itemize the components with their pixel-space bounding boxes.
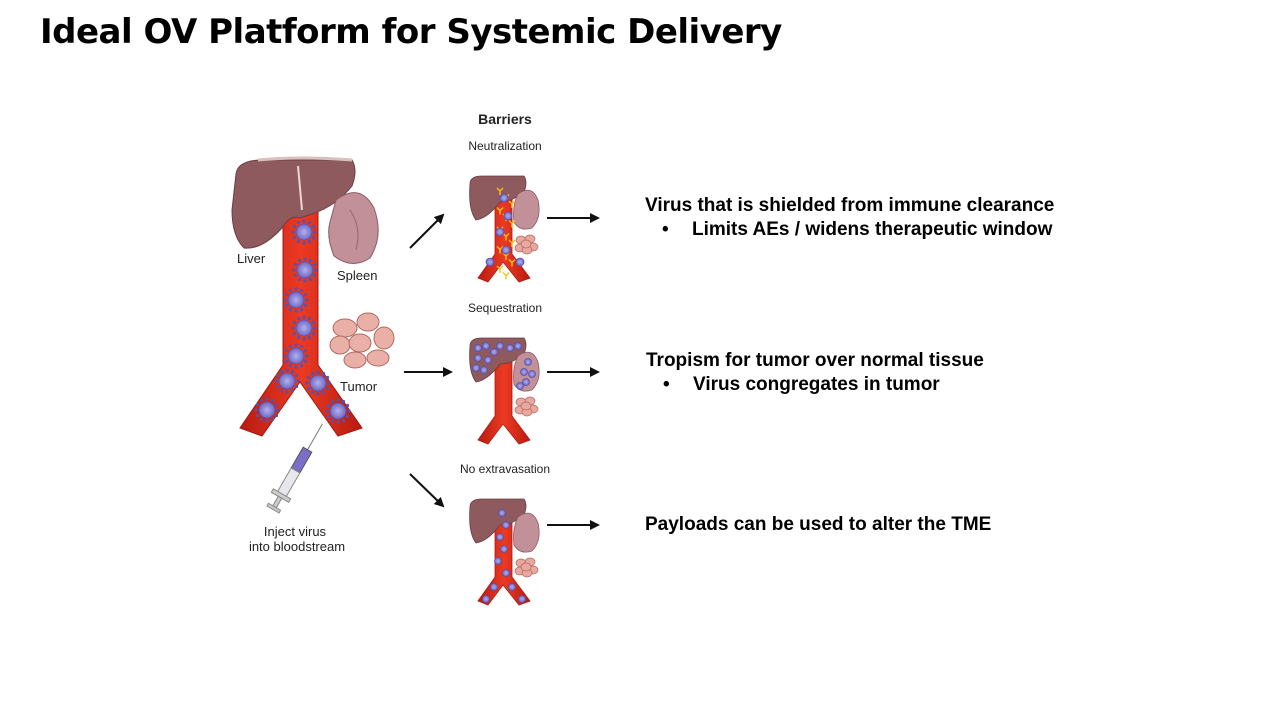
inject-label-line2: into bloodstream bbox=[249, 539, 345, 554]
antibody-icon bbox=[502, 252, 510, 260]
virus-particle bbox=[506, 344, 514, 352]
blood-vessel bbox=[477, 341, 531, 445]
virus-particle bbox=[254, 397, 280, 423]
bullet-icon: • bbox=[662, 219, 669, 240]
virus-particle bbox=[482, 595, 490, 603]
tumor-cells bbox=[514, 557, 539, 578]
antibody-icon bbox=[508, 200, 516, 208]
virus-particle bbox=[508, 583, 516, 591]
arrow-to-neutralization bbox=[409, 213, 445, 249]
blood-vessel bbox=[477, 502, 531, 606]
outcome-heading: Payloads can be used to alter the TME bbox=[645, 514, 992, 535]
barrier-label: Neutralization bbox=[468, 139, 541, 153]
antibody-icon bbox=[502, 272, 510, 280]
liver-organ bbox=[469, 498, 527, 544]
blood-vessel bbox=[239, 195, 363, 437]
antibody-icon bbox=[508, 259, 516, 267]
virus-particle bbox=[490, 583, 498, 591]
outcome-bullet: Limits AEs / widens therapeutic window bbox=[692, 219, 1053, 240]
virus-particle bbox=[283, 287, 309, 313]
outcome-heading: Virus that is shielded from immune clear… bbox=[645, 195, 1055, 216]
liver-organ bbox=[231, 159, 356, 249]
virus-particle bbox=[518, 595, 526, 603]
virus-particle bbox=[520, 368, 528, 376]
spleen-organ bbox=[513, 512, 540, 553]
virus-particle bbox=[490, 348, 498, 356]
virus-particle bbox=[515, 257, 525, 267]
virus-particle bbox=[482, 342, 490, 350]
virus-particle bbox=[496, 342, 504, 350]
bullet-icon: • bbox=[663, 374, 670, 395]
virus-particle bbox=[502, 521, 510, 529]
barrier-label: No extravasation bbox=[460, 462, 550, 476]
spleen-label: Spleen bbox=[337, 268, 377, 283]
virus-particle bbox=[494, 557, 502, 565]
virus-particle bbox=[503, 211, 513, 221]
virus-particle bbox=[500, 545, 508, 553]
virus-particles bbox=[254, 219, 351, 424]
antibody-icon bbox=[496, 265, 504, 273]
antibody-icon bbox=[502, 233, 510, 241]
antibody-icon bbox=[496, 207, 504, 215]
virus-particle bbox=[291, 315, 317, 341]
slide-title: Ideal OV Platform for Systemic Delivery bbox=[40, 12, 782, 52]
virus-particle bbox=[495, 227, 505, 237]
virus-particle bbox=[484, 356, 492, 364]
antibody-icon bbox=[508, 239, 516, 247]
outcome-heading: Tropism for tumor over normal tissue bbox=[646, 350, 984, 371]
virus-particle bbox=[501, 245, 511, 255]
barrier-label: Sequestration bbox=[468, 301, 542, 315]
spleen-organ bbox=[513, 189, 540, 230]
virus-particle bbox=[528, 370, 536, 378]
virus-particle bbox=[274, 368, 300, 394]
liver-organ bbox=[469, 175, 527, 221]
virus-particle bbox=[522, 378, 530, 386]
virus-particle bbox=[485, 257, 495, 267]
tumor-label: Tumor bbox=[340, 379, 378, 394]
antibody-icon bbox=[496, 246, 504, 254]
virus-particle bbox=[472, 364, 480, 372]
virus-particle bbox=[474, 344, 482, 352]
virus-particle bbox=[325, 398, 351, 424]
virus-particle bbox=[305, 370, 331, 396]
main-illustration: Liver Spleen Tumor Inject virus into blo… bbox=[231, 156, 395, 554]
virus-particle bbox=[480, 366, 488, 374]
syringe-icon bbox=[266, 423, 323, 514]
barrier-neutralization: Neutralization bbox=[468, 139, 542, 283]
barrier-sequestration: Sequestration bbox=[468, 301, 542, 445]
spleen-organ bbox=[328, 192, 379, 264]
virus-particle bbox=[502, 569, 510, 577]
antibody-icon bbox=[508, 220, 516, 228]
virus-particle bbox=[524, 358, 532, 366]
outcome-bullet: Virus congregates in tumor bbox=[693, 374, 940, 395]
barriers-heading: Barriers bbox=[478, 111, 532, 127]
virus-particle bbox=[498, 509, 506, 517]
virus-particle bbox=[499, 193, 509, 203]
virus-particle bbox=[474, 354, 482, 362]
antibody-icon bbox=[496, 187, 504, 195]
outcome-3: Payloads can be used to alter the TME bbox=[645, 513, 991, 537]
virus-particle bbox=[292, 257, 318, 283]
arrow-to-no-extravasation bbox=[409, 473, 445, 508]
liver-label: Liver bbox=[237, 251, 266, 266]
tumor-cells bbox=[329, 312, 395, 369]
tumor-cells bbox=[514, 396, 539, 417]
outcome-2: Tropism for tumor over normal tissue • Vi… bbox=[646, 349, 984, 397]
virus-particle bbox=[283, 343, 309, 369]
tumor-cells bbox=[514, 234, 539, 255]
inject-label-line1: Inject virus bbox=[264, 524, 327, 539]
outcome-1: Virus that is shielded from immune clear… bbox=[645, 194, 1054, 242]
barrier-no-extravasation: No extravasation bbox=[460, 462, 550, 606]
virus-particle bbox=[516, 382, 524, 390]
virus-particle bbox=[514, 342, 522, 350]
virus-particle bbox=[496, 533, 504, 541]
virus-particle bbox=[291, 219, 317, 245]
